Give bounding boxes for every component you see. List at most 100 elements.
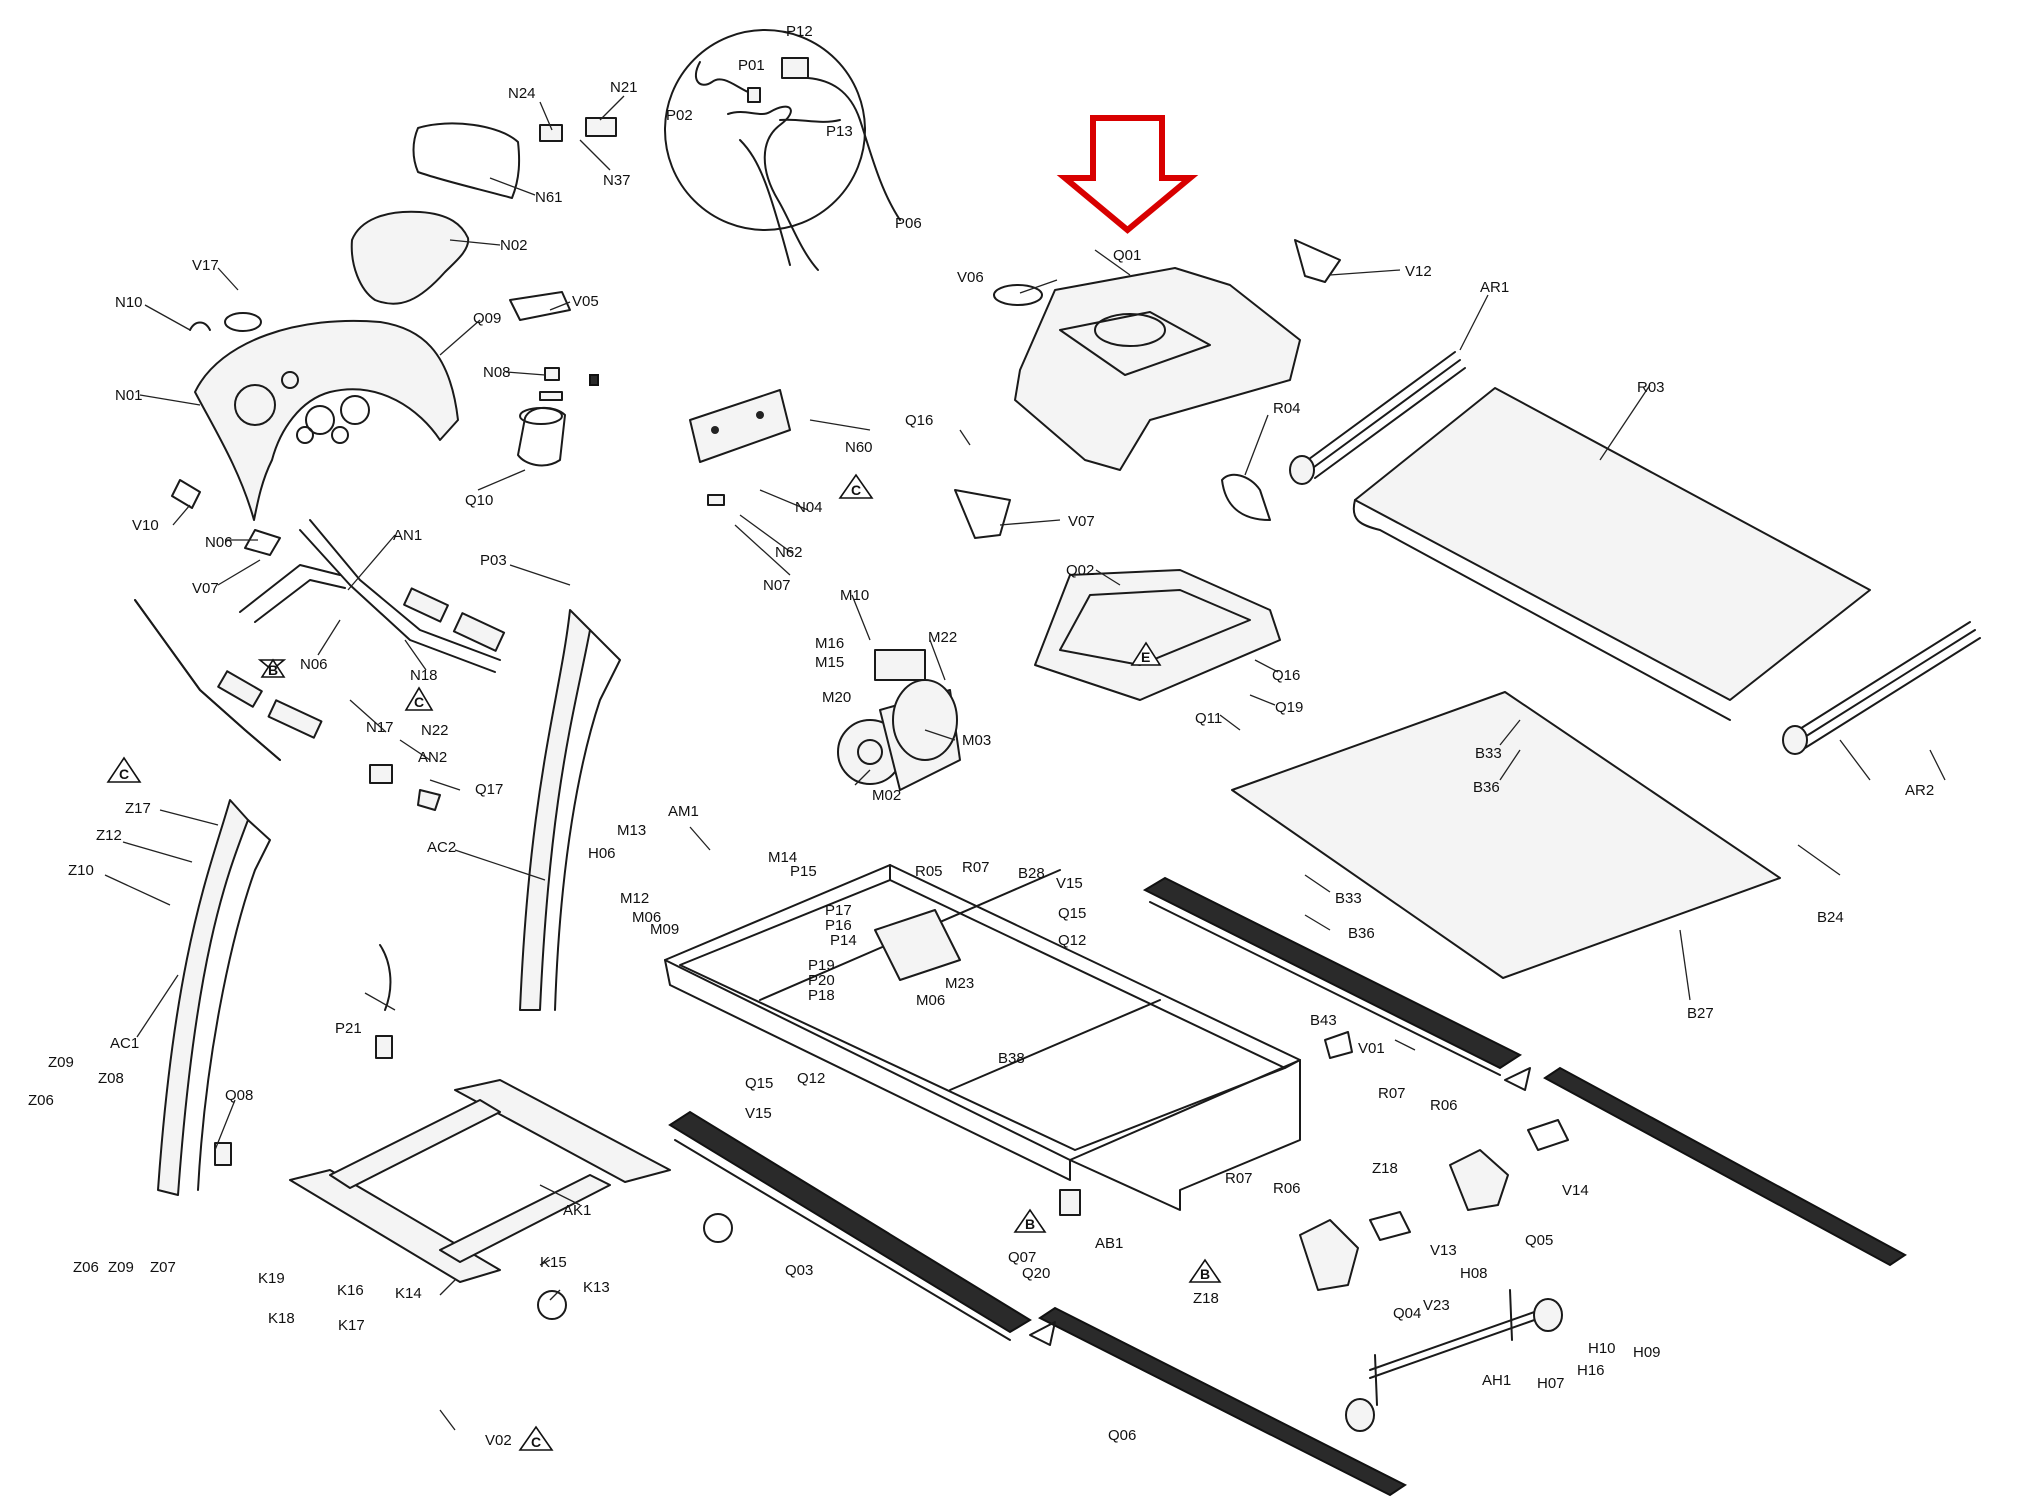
label-Z09-a: Z09 [48,1054,74,1071]
label-H06: H06 [588,845,616,862]
label-AC1: AC1 [110,1035,139,1052]
label-N17: N17 [366,719,394,736]
label-V15-a: V15 [1056,875,1083,892]
label-Q15-b: Q15 [745,1075,773,1092]
label-Q15-a: Q15 [1058,905,1086,922]
label-N02: N02 [500,237,528,254]
label-Q02: Q02 [1066,562,1094,579]
label-N22: N22 [421,722,449,739]
label-P06: P06 [895,215,922,232]
label-N37: N37 [603,172,631,189]
label-Q01: Q01 [1113,247,1141,264]
label-P18: P18 [808,987,835,1004]
label-P16: P16 [825,917,852,934]
label-P14: P14 [830,932,857,949]
label-B33-a: B33 [1475,745,1502,762]
label-K15: K15 [540,1254,567,1271]
motor-hood [954,239,1341,539]
leader-lines [104,95,1946,1431]
label-V10: V10 [132,517,159,534]
label-K19: K19 [258,1270,285,1287]
label-Z12: Z12 [96,827,122,844]
label-K14: K14 [395,1285,422,1302]
label-N21: N21 [610,79,638,96]
label-M14: M14 [768,849,797,866]
label-V12: V12 [1405,263,1432,280]
label-Z18-b: Z18 [1193,1290,1219,1307]
svg-text:C: C [414,694,424,710]
warning-triangle-icon: C [518,1425,554,1451]
label-K16: K16 [337,1282,364,1299]
label-P01: P01 [738,57,765,74]
label-V15-b: V15 [745,1105,772,1122]
label-Q09: Q09 [473,310,501,327]
label-B36-b: B36 [1348,925,1375,942]
label-R07-c: R07 [1225,1170,1253,1187]
warning-triangle-icon: C [404,686,434,711]
warning-triangle-icon: B [1013,1208,1047,1233]
label-R04: R04 [1273,400,1301,417]
label-B38: B38 [998,1050,1025,1067]
warning-triangle-icon: E [1130,641,1162,666]
warning-triangle-icon: B [1188,1258,1222,1283]
label-M23: M23 [945,975,974,992]
label-M02: M02 [872,787,901,804]
label-P15: P15 [790,863,817,880]
rear-assembly [1059,1031,1569,1432]
label-M16: M16 [815,635,844,652]
label-H10: H10 [1588,1340,1616,1357]
label-H08: H08 [1460,1265,1488,1282]
label-P21: P21 [335,1020,362,1037]
label-AB1: AB1 [1095,1235,1123,1252]
label-R06-a: R06 [1430,1097,1458,1114]
label-M15: M15 [815,654,844,671]
label-N10: N10 [115,294,143,311]
label-Q03: Q03 [785,1262,813,1279]
warning-triangle-icon: B [260,658,286,678]
svg-text:E: E [1141,649,1150,665]
label-M13: M13 [617,822,646,839]
label-K17: K17 [338,1317,365,1334]
label-Q16-b: Q16 [1272,667,1300,684]
label-Z06-a: Z06 [28,1092,54,1109]
label-AR1: AR1 [1480,279,1509,296]
label-N06-a: N06 [205,534,233,551]
label-M06-b: M06 [916,992,945,1009]
label-N60: N60 [845,439,873,456]
label-Q12-a: Q12 [1058,932,1086,949]
label-V17: V17 [192,257,219,274]
label-B36-a: B36 [1473,779,1500,796]
label-Z08: Z08 [98,1070,124,1087]
label-R07-a: R07 [962,859,990,876]
label-P13: P13 [826,123,853,140]
label-N24: N24 [508,85,536,102]
label-Z10: Z10 [68,862,94,879]
label-N04: N04 [795,499,823,516]
label-V13: V13 [1430,1242,1457,1259]
label-V06: V06 [957,269,984,286]
label-K18: K18 [268,1310,295,1327]
uprights [157,609,621,1196]
label-Q08: Q08 [225,1087,253,1104]
label-N01: N01 [115,387,143,404]
main-frame [664,864,1301,1211]
label-Q04: Q04 [1393,1305,1421,1322]
label-V01: V01 [1358,1040,1385,1057]
label-Q10: Q10 [465,492,493,509]
control-board [689,389,791,506]
label-P17: P17 [825,902,852,919]
label-B43: B43 [1310,1012,1337,1029]
label-V07-a: V07 [192,580,219,597]
label-B33-b: B33 [1335,890,1362,907]
down-arrow-icon [1056,115,1199,234]
label-Q12-b: Q12 [797,1070,825,1087]
label-AH1: AH1 [1482,1372,1511,1389]
svg-text:C: C [119,766,129,782]
svg-text:B: B [268,662,278,678]
warning-triangle-icon: C [106,756,142,783]
label-Z07: Z07 [150,1259,176,1276]
label-Q20: Q20 [1022,1265,1050,1282]
label-N18: N18 [410,667,438,684]
label-N61: N61 [535,189,563,206]
label-Q06: Q06 [1108,1427,1136,1444]
